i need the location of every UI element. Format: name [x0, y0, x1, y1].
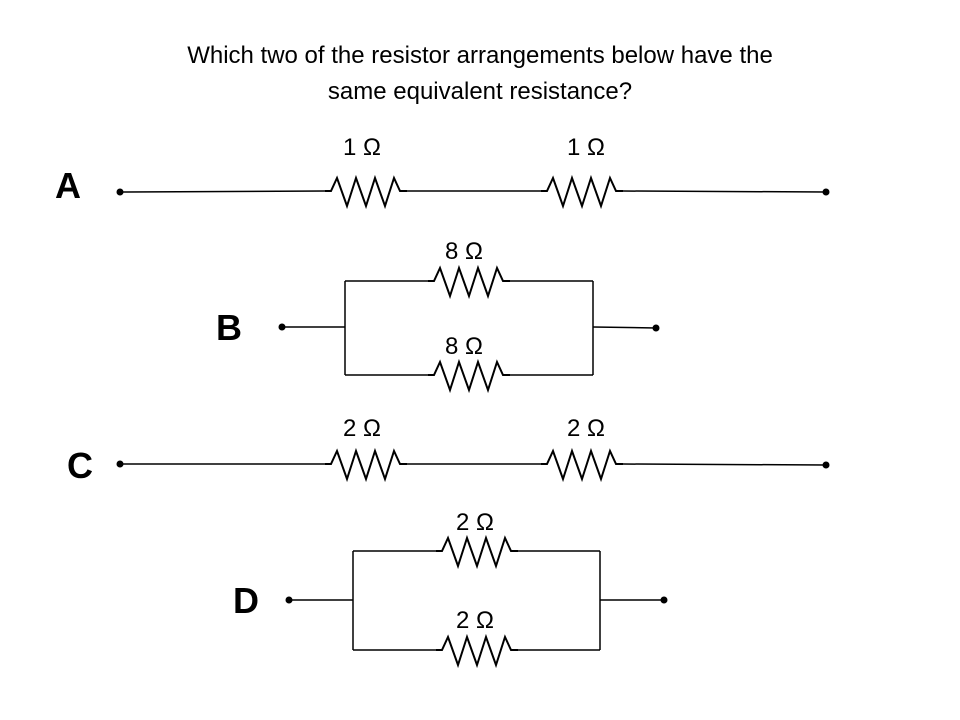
circuit-c-resistor-1-label: 2 Ω: [343, 415, 381, 442]
circuit-c: C 2 Ω 2 Ω: [67, 415, 830, 486]
circuit-a-wire-1: [119, 190, 326, 193]
circuit-a: A 1 Ω 1 Ω: [55, 134, 830, 210]
circuit-c-resistor-1: [325, 447, 407, 483]
circuit-c-resistor-2-label: 2 Ω: [567, 415, 605, 442]
circuit-d-resistor-top: [436, 534, 518, 570]
circuit-b-resistor-bottom-label: 8 Ω: [445, 333, 483, 360]
circuit-d-resistor-bottom-label: 2 Ω: [456, 607, 494, 634]
circuit-a-resistor-2: [541, 174, 623, 210]
circuit-d: D 2 Ω 2 Ω: [233, 509, 668, 669]
circuit-c-label: C: [67, 445, 93, 486]
circuit-d-resistor-bottom: [436, 633, 518, 669]
circuit-a-resistor-1: [325, 174, 407, 210]
circuit-c-resistor-2: [541, 447, 623, 483]
circuit-b-resistor-top: [428, 264, 510, 300]
circuit-a-resistor-1-label: 1 Ω: [343, 134, 381, 161]
circuit-b-lead-right: [592, 326, 657, 329]
question-line-2: same equivalent resistance?: [327, 78, 633, 105]
question-line-1: Which two of the resistor arrangements b…: [187, 42, 773, 69]
circuit-b-label: B: [216, 307, 242, 348]
question-text: Which two of the resistor arrangements b…: [0, 38, 960, 110]
circuit-b-resistor-top-label: 8 Ω: [445, 238, 483, 265]
circuit-a-resistor-2-label: 1 Ω: [567, 134, 605, 161]
circuit-b: B 8 Ω 8 Ω: [216, 238, 660, 394]
circuit-d-label: D: [233, 580, 259, 621]
circuit-c-wire-3: [622, 463, 827, 466]
circuit-a-wire-3: [622, 190, 827, 193]
circuit-a-label: A: [55, 165, 81, 206]
circuit-d-resistor-top-label: 2 Ω: [456, 509, 494, 536]
circuit-b-resistor-bottom: [428, 358, 510, 394]
